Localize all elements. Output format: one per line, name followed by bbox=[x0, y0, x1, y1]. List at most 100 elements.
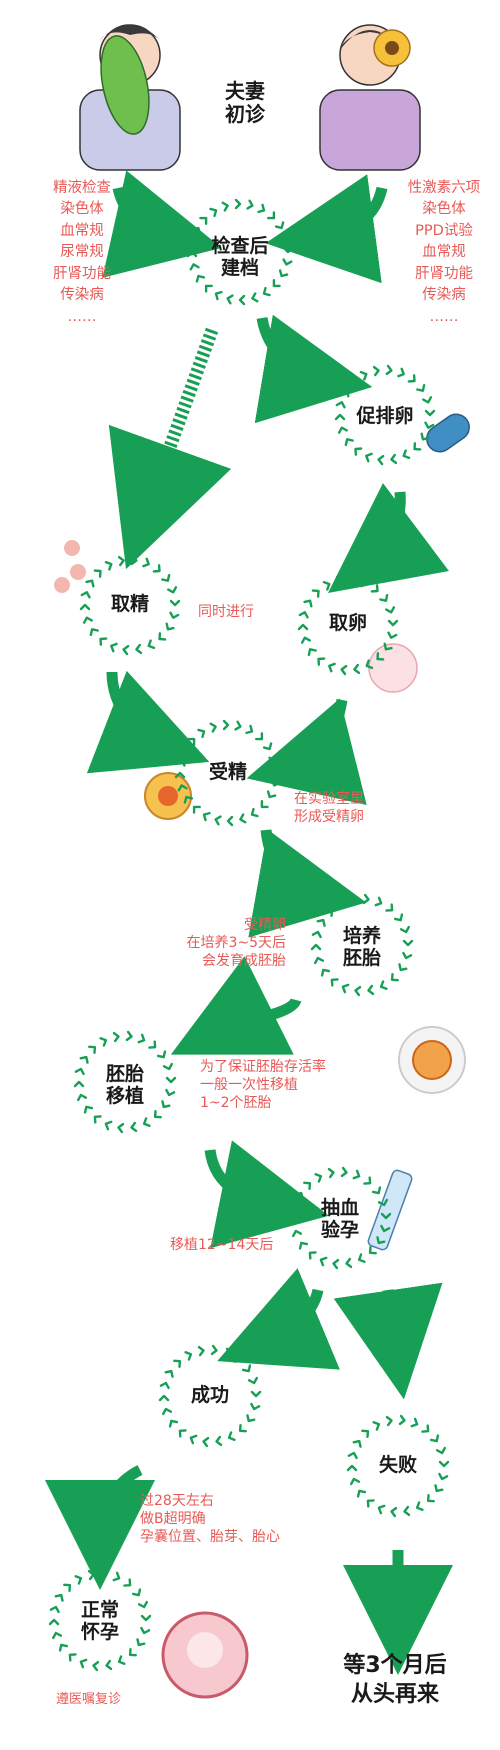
chevron-mark bbox=[117, 1122, 125, 1134]
note-lab: 在实验室里 形成受精卵 bbox=[294, 790, 364, 826]
arrow-fertilize-to-culture bbox=[248, 829, 367, 938]
chevron-mark bbox=[377, 1504, 386, 1515]
chevron-mark bbox=[169, 611, 180, 619]
chevron-mark bbox=[226, 294, 234, 305]
check-item: 血常规 bbox=[422, 244, 466, 261]
chevron-mark bbox=[209, 722, 217, 733]
chevron-mark bbox=[92, 1660, 100, 1672]
note-transfer: 为了保证胚胎存活率 一般一次性移植 1~2个胚胎 bbox=[200, 1058, 326, 1113]
chevron-mark bbox=[214, 290, 223, 301]
chevron-mark bbox=[238, 294, 246, 306]
node-ovulation: 促排卵 bbox=[340, 405, 430, 428]
chevron-mark bbox=[325, 908, 334, 918]
chevron-mark bbox=[340, 389, 350, 398]
chevron-mark bbox=[424, 421, 435, 429]
chevron-mark bbox=[337, 426, 348, 434]
chevron-mark bbox=[289, 1203, 300, 1212]
chevron-mark bbox=[352, 1439, 362, 1448]
chevron-mark bbox=[320, 968, 331, 977]
chevron-mark bbox=[344, 438, 354, 447]
chevron-mark bbox=[298, 611, 309, 619]
arrow-transfer-to-blood bbox=[204, 1140, 329, 1249]
chevron-mark bbox=[310, 943, 322, 951]
note-simultaneous: 同时进行 bbox=[198, 603, 254, 621]
node-fertilize: 受精 bbox=[188, 761, 268, 784]
chevron-mark bbox=[300, 636, 311, 644]
chevron-mark bbox=[123, 1578, 132, 1587]
chevron-mark bbox=[83, 1105, 94, 1114]
node-label: 正常 bbox=[80, 1599, 119, 1621]
note-line: 同时进行 bbox=[198, 604, 254, 620]
chevron-mark bbox=[161, 1407, 173, 1416]
arrow-blood-to-fail bbox=[333, 1282, 443, 1400]
check-item: 肝肾功能 bbox=[53, 265, 111, 282]
sperm-icon bbox=[64, 540, 80, 556]
chevron-mark bbox=[222, 719, 230, 731]
chevron-mark bbox=[246, 199, 254, 210]
chevron-mark bbox=[407, 374, 416, 383]
arrow-success-to-pregnant bbox=[45, 1465, 156, 1590]
chevron-mark bbox=[403, 1505, 411, 1517]
chevron-mark bbox=[74, 1067, 85, 1076]
chevron-mark bbox=[429, 1434, 440, 1443]
note-line: 在实验室里 bbox=[294, 791, 364, 807]
chevron-mark bbox=[272, 279, 281, 288]
chevron-mark bbox=[63, 1583, 72, 1593]
chevron-mark bbox=[365, 452, 373, 463]
chevron-mark bbox=[390, 1506, 398, 1518]
wife-checks: 性激素六项 染色体 PPD试验 血常规 肝肾功能 传染病 …… bbox=[398, 178, 490, 328]
chevron-mark bbox=[179, 747, 190, 756]
chevron-mark bbox=[168, 1419, 179, 1428]
chevron-mark bbox=[282, 246, 294, 254]
node-label: 取卵 bbox=[328, 612, 367, 634]
note-line: 形成受精卵 bbox=[294, 809, 364, 826]
chevron-mark bbox=[398, 963, 408, 972]
chevron-mark bbox=[130, 1121, 138, 1133]
check-item: 性激素六项 bbox=[407, 180, 481, 196]
check-item: 染色体 bbox=[60, 201, 104, 218]
chevron-mark bbox=[87, 1569, 95, 1581]
node-label: 检查后 bbox=[211, 235, 269, 257]
chevron-mark bbox=[356, 1489, 367, 1498]
note-line: 遵医嘱复诊 bbox=[56, 1692, 122, 1707]
chevron-mark bbox=[297, 623, 309, 631]
chevron-mark bbox=[159, 1381, 170, 1390]
chevron-mark bbox=[266, 790, 277, 799]
transfer-ring bbox=[73, 1030, 177, 1134]
chevron-mark bbox=[117, 1655, 126, 1665]
chevron-mark bbox=[165, 1088, 176, 1097]
node-label: 胚胎 bbox=[342, 946, 381, 969]
chevron-mark bbox=[363, 1176, 372, 1185]
check-item: 传染病 bbox=[422, 287, 466, 304]
chevron-mark bbox=[152, 564, 161, 573]
chevron-mark bbox=[202, 1436, 210, 1448]
chevron-mark bbox=[370, 584, 379, 593]
chevron-mark bbox=[385, 903, 394, 912]
chevron-mark bbox=[365, 659, 374, 670]
chevron-mark bbox=[93, 1115, 102, 1124]
chevron-mark bbox=[79, 603, 91, 611]
chevron-mark bbox=[368, 1245, 377, 1255]
chevron-mark bbox=[349, 1477, 361, 1486]
node-label: 受精 bbox=[208, 761, 247, 783]
chevron-mark bbox=[175, 759, 186, 767]
chevron-mark bbox=[162, 1062, 174, 1071]
chevron-mark bbox=[210, 1344, 218, 1356]
chevron-mark bbox=[393, 913, 404, 922]
node-label: 抽血 bbox=[320, 1197, 359, 1219]
chevron-mark bbox=[82, 616, 93, 624]
chevron-mark bbox=[99, 637, 108, 646]
note-line: 在培养3~5天后 bbox=[186, 935, 286, 952]
fetus-icon bbox=[187, 1632, 223, 1668]
wife-body-illustration bbox=[319, 89, 421, 171]
chevron-mark bbox=[241, 1364, 252, 1373]
chevron-mark bbox=[353, 663, 361, 675]
chevron-mark bbox=[153, 1109, 162, 1119]
node-label: 移植 bbox=[105, 1084, 144, 1107]
chevron-mark bbox=[221, 201, 229, 212]
chevron-mark bbox=[410, 1417, 419, 1428]
chevron-mark bbox=[380, 1212, 392, 1220]
chevron-mark bbox=[360, 577, 368, 588]
chevron-mark bbox=[251, 292, 259, 303]
note-line: 1~2个胚胎 bbox=[200, 1095, 272, 1112]
